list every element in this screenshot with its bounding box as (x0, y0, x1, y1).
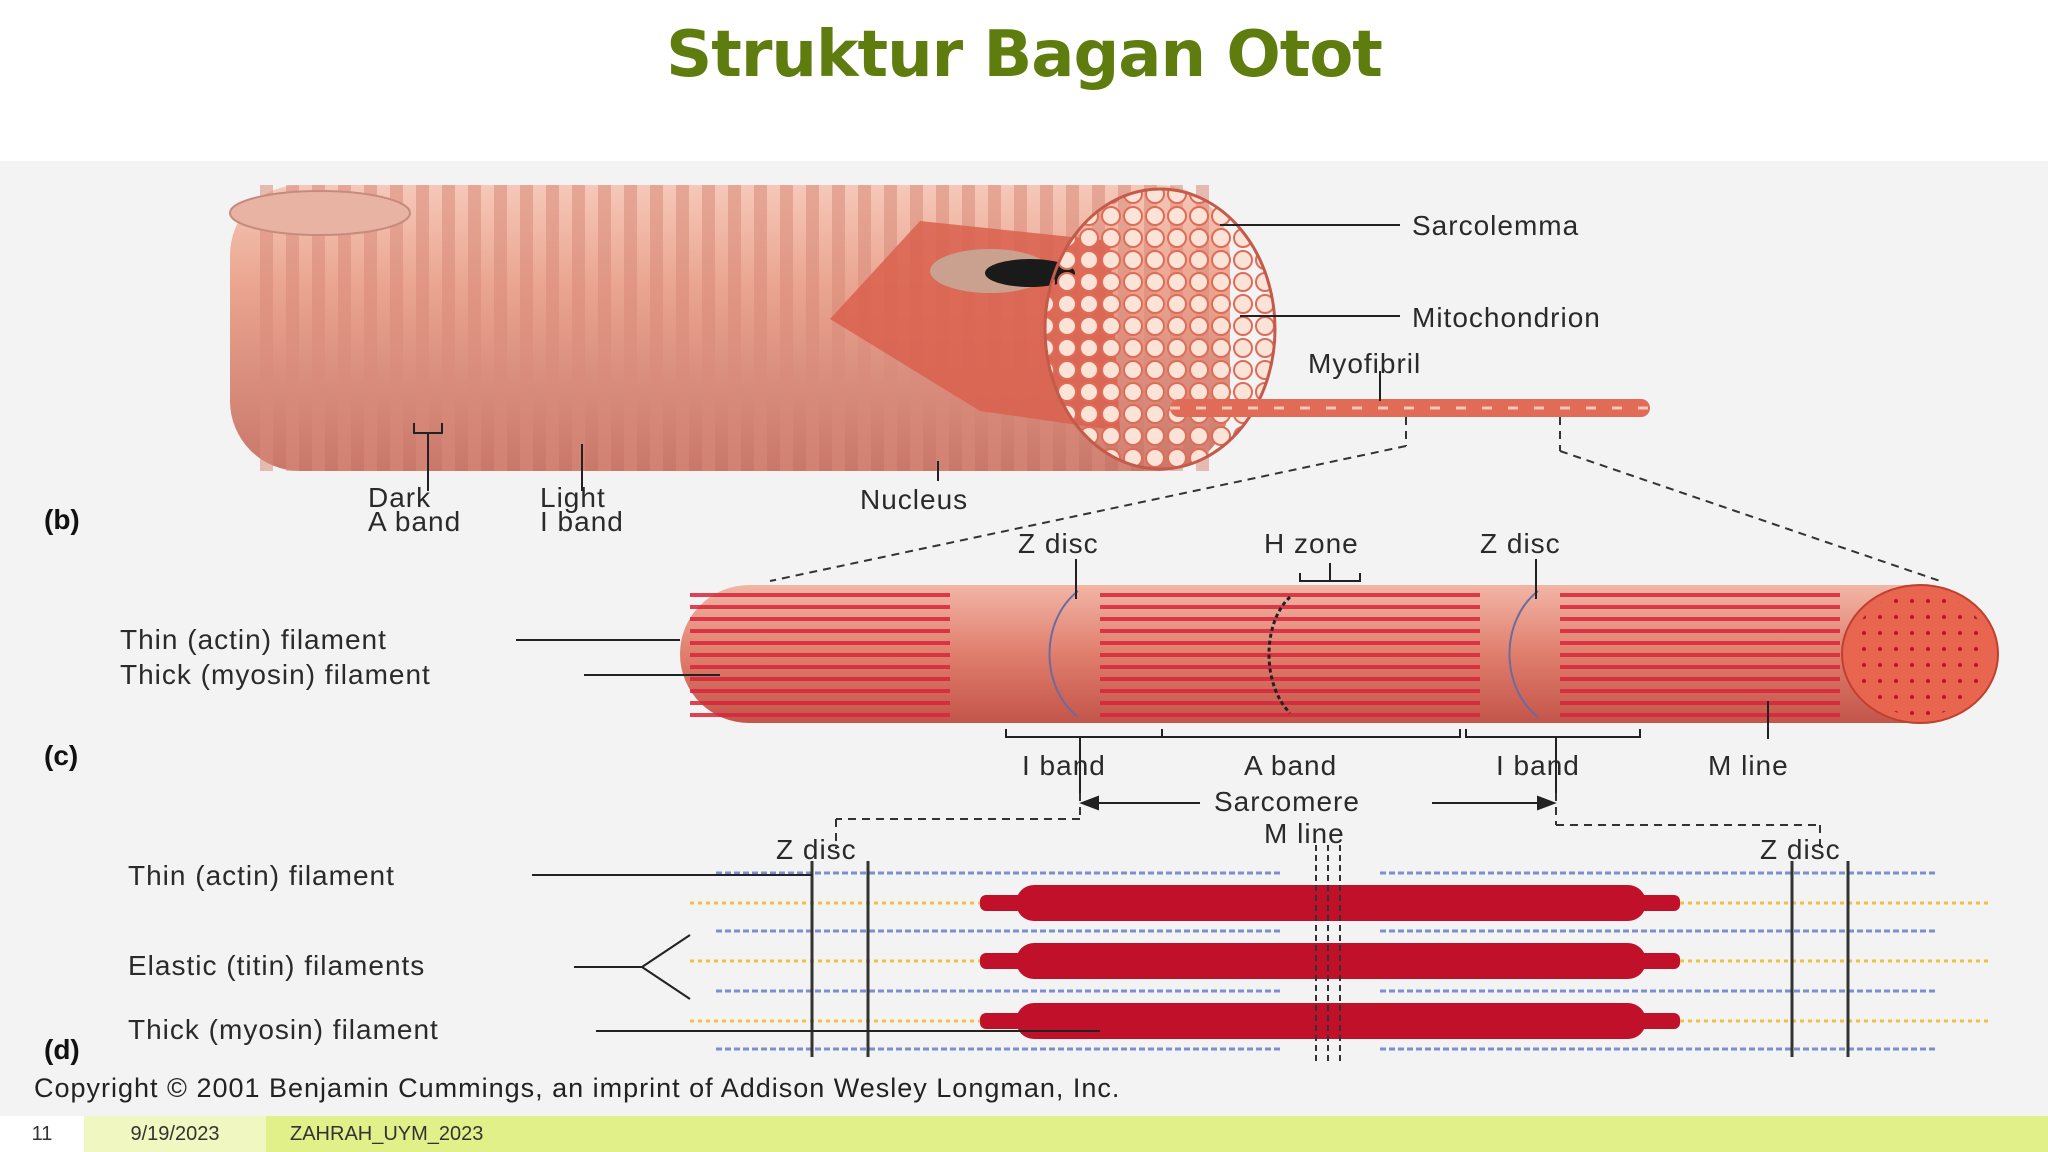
label-z-disc-d-right: Z disc (1760, 834, 1841, 865)
label-z-disc-d-left: Z disc (776, 834, 857, 865)
muscle-diagram: Sarcolemma Mitochondrion Myofibril Dark … (34, 185, 1999, 1103)
label-elastic-filaments: Elastic (titin) filaments (128, 950, 425, 981)
label-thick-filament-c: Thick (myosin) filament (120, 659, 431, 690)
slide-title: Struktur Bagan Otot (666, 18, 1383, 92)
label-a-band: A band (368, 506, 461, 537)
panel-label-b: (b) (44, 504, 80, 535)
label-light: Light (540, 482, 606, 513)
label-nucleus: Nucleus (860, 484, 968, 515)
label-i-band: I band (540, 506, 624, 537)
muscle-fiber-illustration (229, 185, 1650, 471)
label-myofibril: Myofibril (1308, 348, 1421, 379)
panel-b-leaders (413, 224, 1400, 491)
fiber-cross-section (1043, 187, 1277, 471)
label-dark: Dark (368, 482, 431, 513)
m-line-shape (1267, 595, 1292, 715)
label-mitochondrion: Mitochondrion (1412, 302, 1601, 333)
label-z-disc-c-right: Z disc (1480, 528, 1561, 559)
label-i-band-right: I band (1496, 750, 1580, 781)
slide-number: 11 (0, 1116, 84, 1152)
copyright-notice: Copyright © 2001 Benjamin Cummings, an i… (34, 1073, 1120, 1103)
slide-date: 9/19/2023 (84, 1116, 266, 1152)
thin-filaments (716, 871, 1936, 1051)
panel-c-leaders (516, 559, 1769, 793)
muscle-structure-figure: Sarcolemma Mitochondrion Myofibril Dark … (0, 161, 2048, 1116)
label-sarcolemma: Sarcolemma (1412, 210, 1579, 241)
label-i-band-left: I band (1022, 750, 1106, 781)
a-band-stripes-center (1100, 591, 1480, 717)
thick-filaments (980, 885, 1680, 1039)
label-z-disc-c-left: Z disc (1018, 528, 1099, 559)
panel-label-d: (d) (44, 1034, 80, 1065)
a-band-stripes-right (1560, 591, 1840, 717)
label-m-line-c: M line (1708, 750, 1789, 781)
myofibril-end-dots (1850, 592, 1990, 716)
a-band-stripes-left (690, 591, 950, 717)
myofibril-illustration (680, 584, 1999, 724)
panel-label-c: (c) (44, 740, 78, 771)
titin-filaments (690, 901, 1990, 1023)
fiber-end-cap (229, 190, 411, 236)
panel-d-leaders (532, 874, 1100, 1032)
zoom-lines-c-to-d (835, 793, 1821, 851)
label-a-band-c: A band (1244, 750, 1337, 781)
label-h-zone: H zone (1264, 528, 1359, 559)
sarcomere-illustration (690, 845, 1990, 1061)
sarcomere-arrow (1079, 795, 1557, 811)
label-m-line-d: M line (1264, 818, 1345, 849)
label-thin-filament-c: Thin (actin) filament (120, 624, 387, 655)
z-disc-shape-left (1048, 590, 1079, 718)
slide-author: ZAHRAH_UYM_2023 (290, 1123, 484, 1145)
label-thick-filament-d: Thick (myosin) filament (128, 1014, 439, 1045)
m-line-d (1315, 845, 1341, 1061)
label-sarcomere: Sarcomere (1214, 786, 1360, 817)
label-thin-filament-d: Thin (actin) filament (128, 860, 395, 891)
slide-footer: 11 9/19/2023 ZAHRAH_UYM_2023 (0, 1116, 2048, 1152)
z-disc-shape-right (1508, 590, 1539, 718)
z-disc-lines-d (810, 861, 1850, 1057)
zoom-lines-b-to-c (769, 417, 1941, 582)
